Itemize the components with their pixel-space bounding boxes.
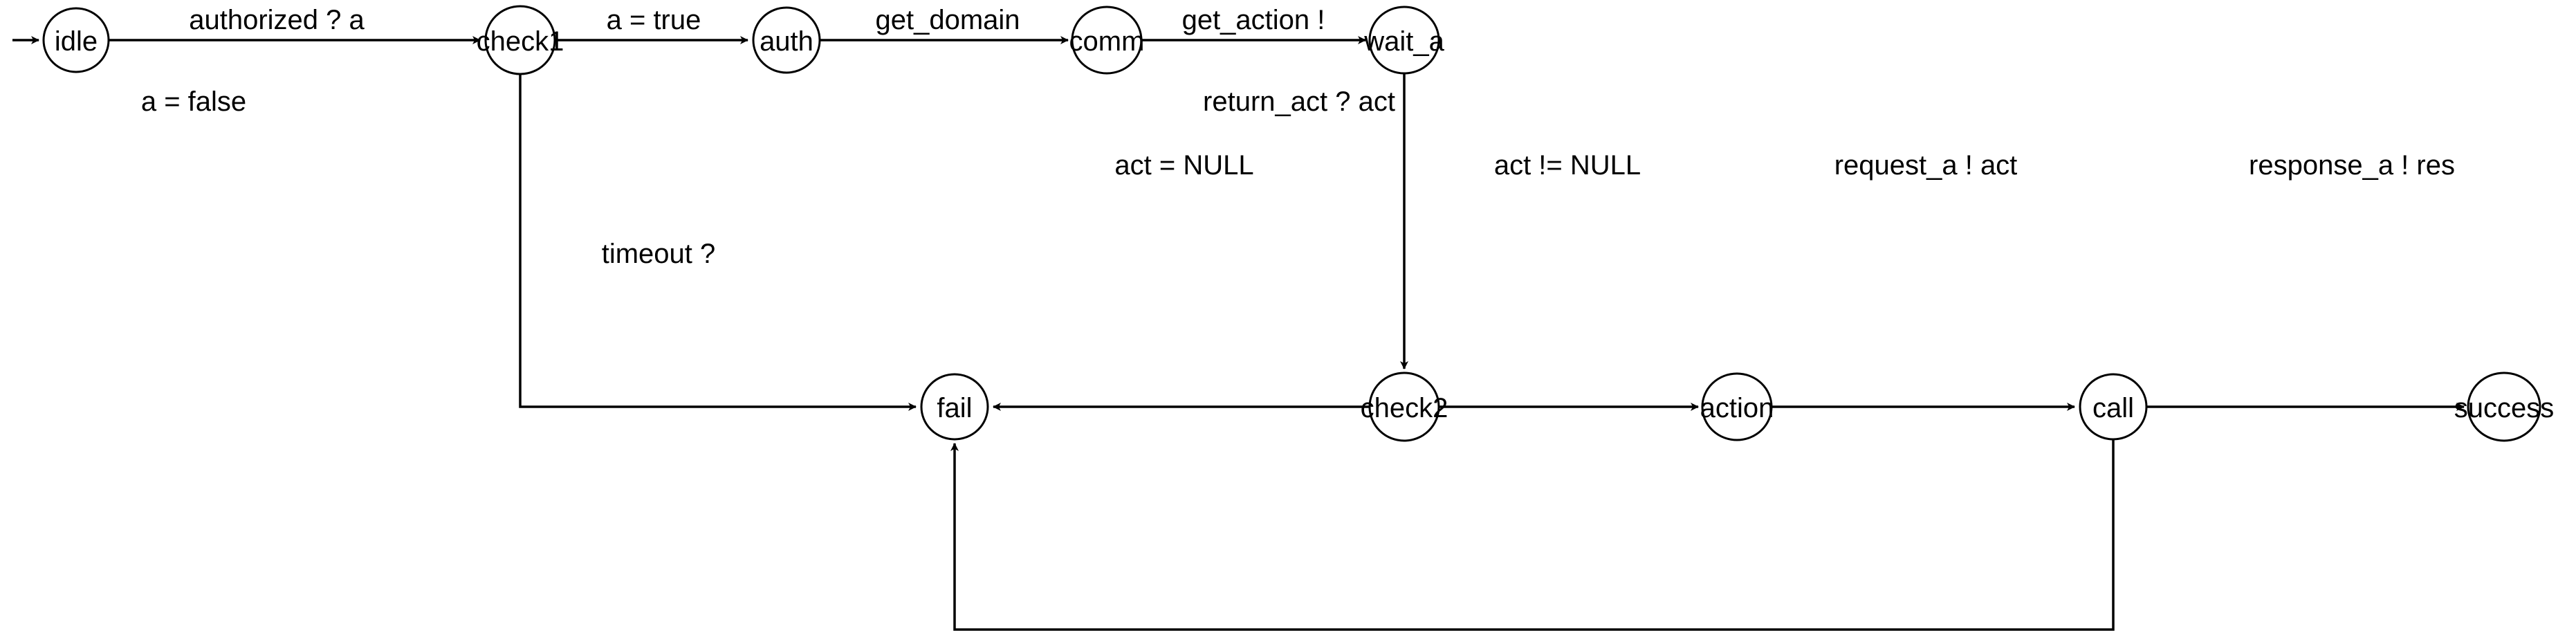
node-label-success: success: [2454, 393, 2555, 423]
node-check2[interactable]: check2: [1361, 372, 1448, 442]
node-idle[interactable]: idle: [42, 7, 110, 73]
nodes-layer: idle check1 auth comm wait_a fail: [42, 5, 2555, 442]
edge-check1-fail: [519, 74, 917, 411]
node-label-check1: check1: [477, 26, 564, 57]
node-auth[interactable]: auth: [752, 6, 821, 74]
edge-label-call-success: response_a ! res: [2249, 150, 2455, 181]
node-label-comm: comm: [1069, 26, 1145, 57]
node-call[interactable]: call: [2079, 373, 2148, 441]
node-label-action: action: [1700, 393, 1774, 423]
node-wait-a[interactable]: wait_a: [1363, 6, 1445, 75]
edge-label-check2-fail: act = NULL: [1114, 150, 1253, 181]
node-label-auth: auth: [760, 26, 813, 57]
node-shape-auth[interactable]: [752, 6, 821, 74]
edge-label-check1-auth: a = true: [607, 5, 701, 35]
edges-layer: [12, 36, 2465, 631]
node-shape-comm[interactable]: [1071, 6, 1143, 75]
edge-label-auth-comm: get_domain: [875, 5, 1020, 35]
node-label-idle: idle: [55, 26, 98, 57]
node-shape-fail[interactable]: [920, 373, 989, 441]
edge-label-check1-fail: a = false: [141, 86, 246, 117]
edge-label-idle-check1: authorized ? a: [189, 5, 365, 35]
edge-call-fail-timeout: [950, 439, 2115, 631]
node-label-fail: fail: [937, 393, 972, 423]
node-check1[interactable]: check1: [477, 5, 564, 75]
node-shape-check2[interactable]: [1368, 372, 1440, 442]
edge-label-waita-check2: return_act ? act: [1203, 86, 1395, 117]
node-fail[interactable]: fail: [920, 373, 989, 441]
node-label-wait-a: wait_a: [1363, 26, 1444, 57]
node-shape-wait-a[interactable]: [1368, 6, 1440, 75]
edge-label-action-call: request_a ! act: [1834, 150, 2018, 181]
edge-label-call-fail-timeout: timeout ?: [602, 239, 716, 269]
node-shape-action[interactable]: [1701, 372, 1773, 441]
node-label-check2: check2: [1361, 393, 1448, 423]
node-label-call: call: [2092, 393, 2134, 423]
node-success[interactable]: success: [2454, 372, 2555, 442]
node-shape-success[interactable]: [2467, 372, 2541, 442]
node-shape-idle[interactable]: [42, 7, 110, 73]
edge-label-comm-waita: get_action !: [1182, 5, 1325, 35]
node-action[interactable]: action: [1700, 372, 1774, 441]
edge-labels-layer: authorized ? a a = true get_domain get_a…: [141, 5, 2455, 269]
edge-label-check2-action: act != NULL: [1494, 150, 1641, 181]
node-shape-call[interactable]: [2079, 373, 2148, 441]
node-comm[interactable]: comm: [1069, 6, 1145, 75]
node-shape-check1[interactable]: [484, 5, 556, 75]
